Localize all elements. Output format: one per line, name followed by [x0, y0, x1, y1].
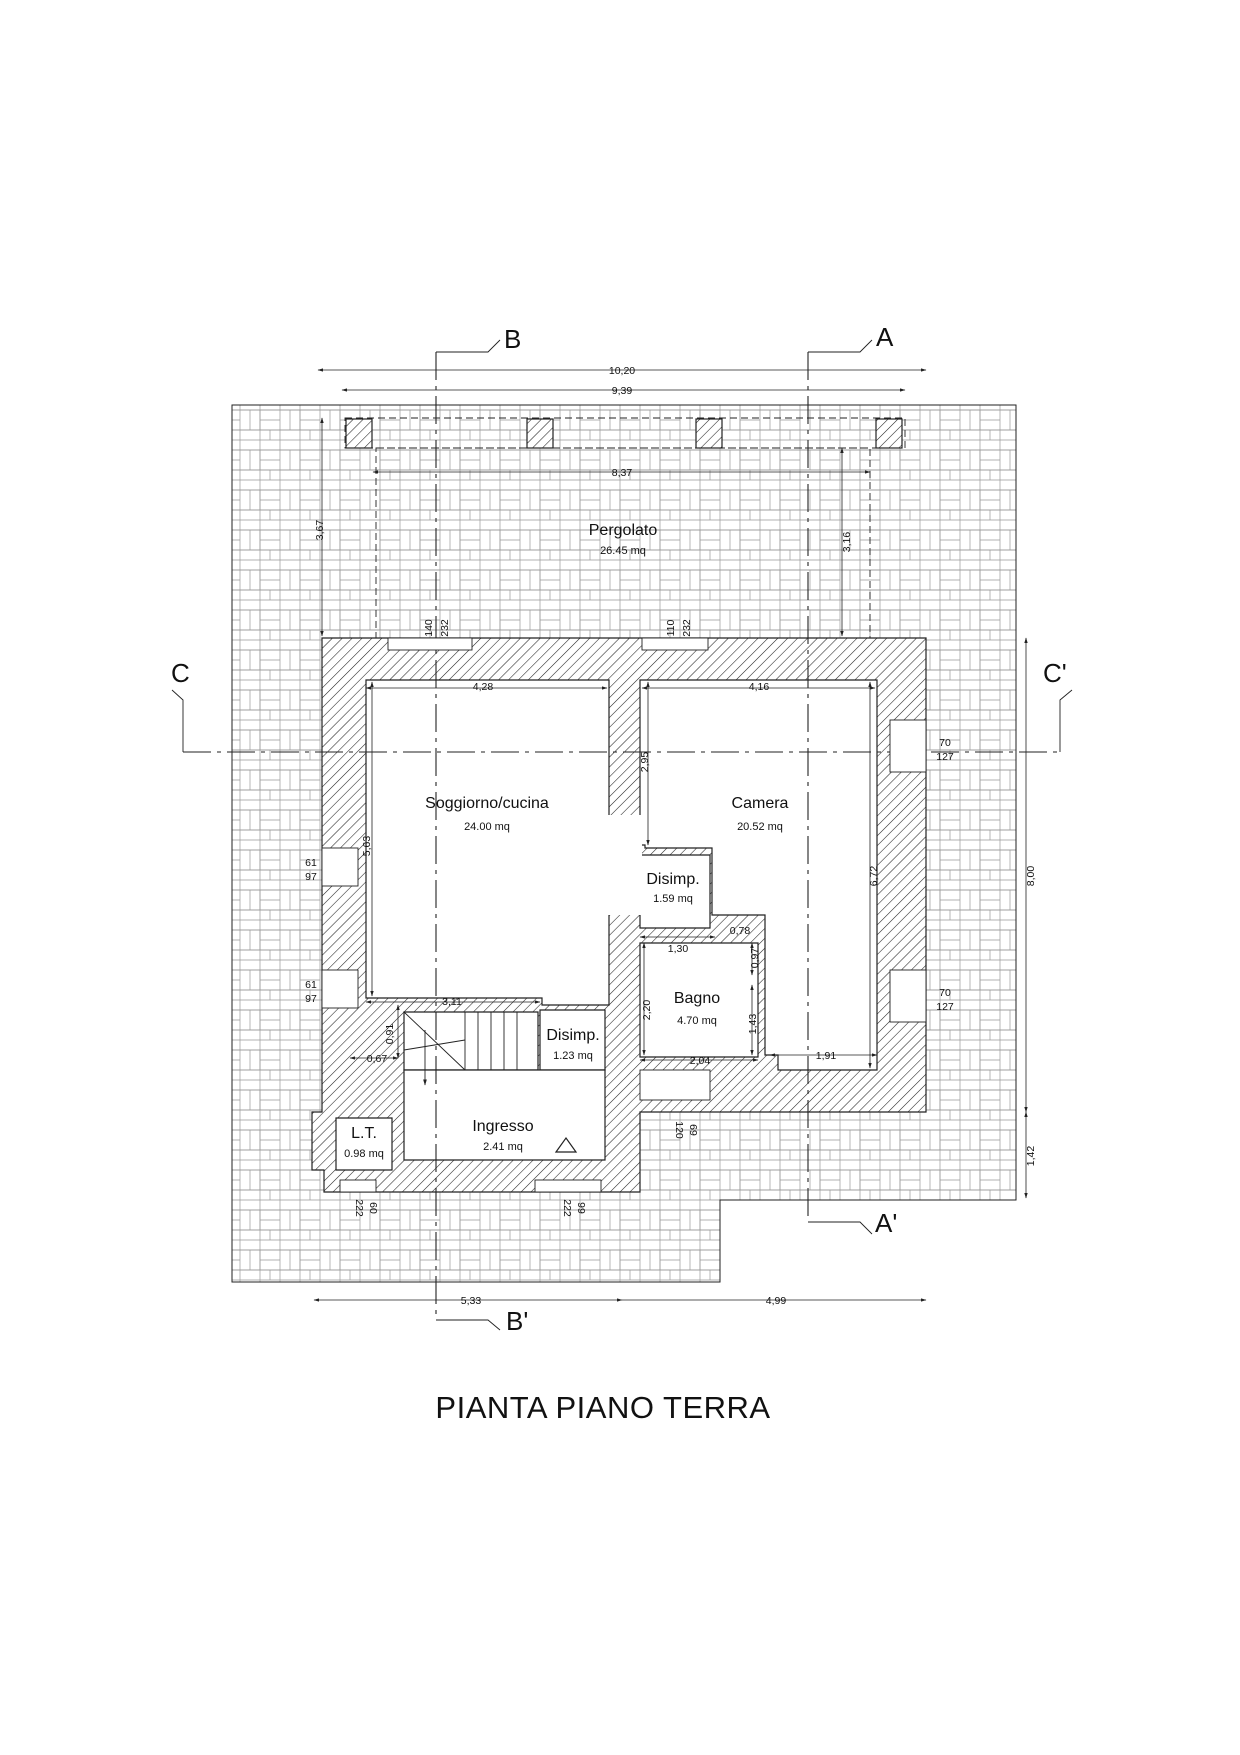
opening-w1-a: 140	[423, 619, 435, 637]
section-label-b-bottom: B'	[506, 1306, 528, 1336]
openings	[321, 637, 927, 1193]
opening-w9-b: 120	[673, 1121, 685, 1139]
dim-pergola-width: 8,37	[612, 467, 633, 479]
opening-w9-a: 69	[687, 1124, 699, 1136]
opening-w6-b: 97	[305, 993, 317, 1005]
dim-overall-second: 9,39	[612, 385, 633, 397]
room-area-ingresso: 2.41 mq	[483, 1141, 523, 1153]
room-area-camera: 20.52 mq	[737, 821, 783, 833]
room-name-bagno: Bagno	[674, 990, 720, 1007]
dim-bagno-small: 0,78	[730, 925, 751, 937]
dim-camera-depth: 6,72	[868, 866, 880, 887]
opening-w5-b: 97	[305, 871, 317, 883]
dim-bagno-depth: 2,20	[641, 1000, 653, 1021]
opening-w3-b: 127	[936, 751, 954, 763]
entrance-marker	[554, 1136, 578, 1153]
dim-bottom-offset: 1,42	[1025, 1146, 1037, 1167]
room-area-pergolato: 26.45 mq	[600, 545, 646, 557]
dim-overall-top: 10,20	[609, 365, 635, 377]
opening-w2-a: 110	[665, 619, 677, 636]
room-area-lt: 0.98 mq	[344, 1148, 384, 1160]
room-bagno	[639, 942, 759, 1058]
doorway-soggiorno	[607, 815, 642, 915]
section-label-a-bottom: A'	[875, 1208, 897, 1238]
opening-w5-a: 61	[305, 857, 317, 869]
room-camera	[639, 679, 878, 1071]
dim-camera-bottom: 1,91	[816, 1050, 837, 1062]
opening-w1-b: 232	[439, 619, 451, 637]
dim-disimp-width: 1,30	[668, 943, 689, 955]
opening-w7-a: 60	[367, 1202, 379, 1214]
room-area-disimp1: 1.59 mq	[653, 893, 693, 905]
room-name-ingresso: Ingresso	[472, 1118, 533, 1135]
section-label-b-top: B	[504, 324, 521, 354]
room-soggiorno	[365, 679, 610, 1006]
opening-w7-b: 222	[353, 1199, 365, 1217]
room-name-disimp1: Disimp.	[646, 871, 699, 888]
room-name-soggiorno: Soggiorno/cucina	[425, 795, 549, 812]
opening-w4-a: 70	[939, 987, 951, 999]
opening-w6-a: 61	[305, 979, 317, 991]
dim-soggiorno-width: 4,28	[473, 681, 494, 693]
dimension-lines	[313, 368, 1028, 1302]
dim-pergola-left: 3,67	[314, 520, 326, 541]
dim-overall-depth: 8,00	[1025, 866, 1037, 887]
opening-w2-b: 232	[681, 619, 693, 637]
opening-w8-b: 222	[561, 1199, 573, 1217]
room-name-camera: Camera	[732, 795, 789, 812]
room-disimp1	[639, 854, 711, 929]
section-label-c-right: C'	[1043, 658, 1067, 688]
dim-camera-width: 4,16	[749, 681, 770, 693]
dim-stair-v: 0,91	[384, 1024, 396, 1045]
opening-w3-a: 70	[939, 737, 951, 749]
dim-bottom-right: 4,99	[766, 1295, 787, 1307]
dim-bagno-width: 2,04	[690, 1055, 711, 1067]
dim-camera-partition: 2,95	[639, 752, 651, 773]
dim-soggiorno-bottom: 3,11	[442, 996, 462, 1008]
room-stair	[403, 1011, 539, 1071]
room-area-bagno: 4.70 mq	[677, 1015, 717, 1027]
opening-w8-a: 99	[575, 1202, 587, 1214]
room-lt	[335, 1117, 393, 1171]
dim-bagno-side2: 1,43	[747, 1014, 759, 1035]
dim-stair-h: 0,67	[367, 1053, 388, 1065]
room-name-disimp2: Disimp.	[546, 1027, 599, 1044]
section-label-a-top: A	[876, 322, 894, 352]
dim-soggiorno-depth: 5,63	[361, 836, 373, 857]
room-name-lt: L.T.	[351, 1125, 377, 1142]
room-name-pergolato: Pergolato	[589, 522, 658, 539]
room-area-soggiorno: 24.00 mq	[464, 821, 510, 833]
opening-w4-b: 127	[936, 1001, 954, 1013]
dim-bagno-side: 0,97	[749, 948, 761, 969]
staircase	[403, 1011, 538, 1086]
section-label-c-left: C	[171, 658, 190, 688]
dim-pergola-right: 3,16	[841, 532, 853, 553]
dim-bottom-left: 5,33	[461, 1295, 482, 1307]
drawing-title: PIANTA PIANO TERRA	[435, 1390, 770, 1425]
room-area-disimp2: 1.23 mq	[553, 1050, 593, 1062]
